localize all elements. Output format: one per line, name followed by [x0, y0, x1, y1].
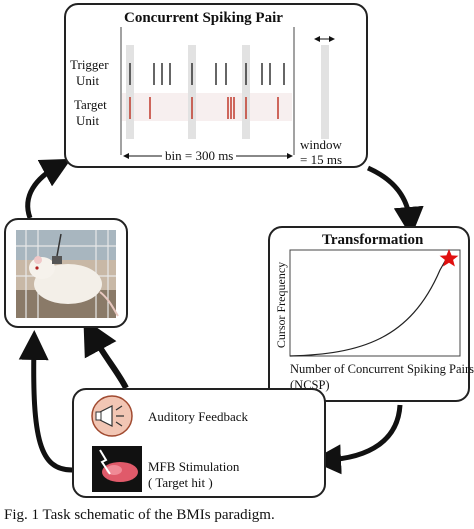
- rat-panel: [4, 218, 128, 328]
- target-label-line1: Target: [74, 97, 107, 112]
- arrow-left-top: [25, 158, 72, 219]
- mfb-stimulation-label: MFB Stimulation: [148, 459, 240, 474]
- brain-stimulation-icon: [92, 446, 142, 492]
- window-highlight-2: [188, 45, 196, 139]
- target-spikes: [129, 97, 279, 119]
- star-icon: [439, 249, 459, 267]
- transformation-curve-plot: [289, 249, 461, 357]
- plot-frame: [289, 249, 461, 357]
- auditory-feedback-label: Auditory Feedback: [148, 409, 249, 424]
- window-label-line1: window: [300, 137, 342, 152]
- trigger-label-line2: Unit: [76, 73, 100, 88]
- window-highlight-3: [242, 45, 250, 139]
- window-highlight-4: [321, 45, 329, 139]
- spiking-panel-title: Concurrent Spiking Pair: [124, 10, 283, 26]
- feedback-panel: Auditory Feedback MFB Stimulation ( Targ…: [72, 388, 326, 498]
- window-label-line2: = 15 ms: [300, 152, 343, 167]
- transformation-title: Transformation: [322, 232, 424, 248]
- transformation-panel: Transformation Cursor Frequency Number o…: [268, 226, 474, 402]
- feedback-icons: [91, 395, 142, 492]
- window-highlight-1: [126, 45, 134, 139]
- plot-xlabel-line1: Number of Concurrent Spiking Pairs: [290, 362, 474, 376]
- target-label-line2: Unit: [76, 113, 100, 128]
- trigger-label-line1: Trigger: [70, 57, 109, 72]
- plot-ylabel: Cursor Frequency: [274, 261, 289, 349]
- target-row-band: [122, 93, 292, 121]
- arrow-top-right: [366, 165, 424, 237]
- target-hit-label: ( Target hit ): [148, 475, 213, 490]
- figure-caption: Fig. 1 Task schematic of the BMIs paradi…: [4, 507, 275, 523]
- arrow-bottom-left: [18, 330, 73, 473]
- exponential-curve: [289, 255, 449, 357]
- arrow-right-bottom: [311, 404, 403, 475]
- arrow-up-diagonal: [83, 318, 129, 390]
- spike-raster: [120, 27, 335, 159]
- bin-label: bin = 300 ms: [162, 148, 237, 164]
- trigger-spikes: [129, 63, 285, 85]
- spiking-pair-panel: Concurrent Spiking Pair Trigger Unit Tar…: [64, 3, 368, 168]
- megaphone-icon: [91, 395, 133, 437]
- rat-photo: [16, 230, 119, 318]
